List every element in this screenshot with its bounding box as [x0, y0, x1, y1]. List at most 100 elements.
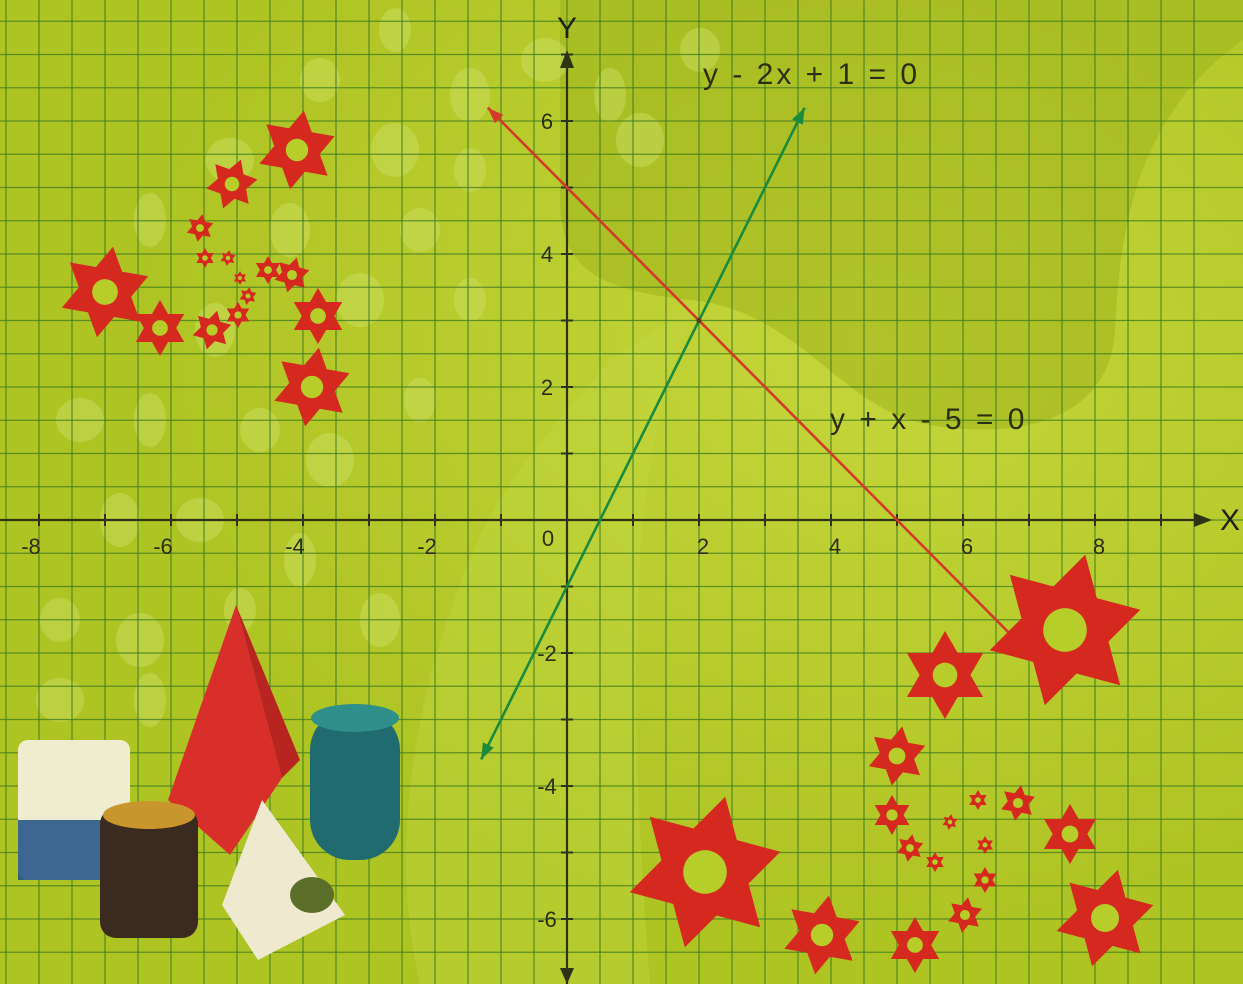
- series-label-green-line: y - 2x + 1 = 0: [703, 58, 920, 91]
- star-center: [886, 809, 898, 821]
- small-pyramid-candle: [222, 800, 345, 960]
- dot-decoration: [404, 378, 436, 422]
- dot-decoration: [116, 613, 164, 667]
- y-tick-label: 6: [541, 109, 553, 134]
- x-axis-label: X: [1220, 504, 1240, 537]
- hexagon-candle-top: [103, 801, 195, 829]
- star-center: [234, 311, 242, 319]
- star-decoration: [906, 631, 984, 719]
- star-center: [981, 876, 989, 884]
- star-decoration: [977, 836, 993, 854]
- star-decoration: [274, 257, 310, 293]
- star-decoration: [896, 834, 924, 862]
- star-center: [1012, 797, 1024, 809]
- star-center: [907, 937, 923, 953]
- star-decoration: [969, 790, 987, 810]
- star-center: [225, 255, 231, 261]
- series-label-red-line: y + x - 5 = 0: [830, 403, 1027, 436]
- star-center: [152, 320, 168, 336]
- series-line-segment: [480, 107, 806, 760]
- y-tick-label: 4: [541, 242, 553, 267]
- dot-decoration: [336, 273, 384, 327]
- dot-decoration: [680, 28, 720, 72]
- hexagon-candle: [100, 808, 198, 938]
- star-decoration: [942, 814, 958, 830]
- candles-illustration: [18, 605, 400, 960]
- dot-decoration: [454, 278, 486, 322]
- star-decoration: [239, 287, 257, 305]
- dot-decoration: [616, 113, 664, 167]
- star-decoration: [274, 347, 350, 427]
- y-tick-label: -4: [537, 774, 557, 799]
- small-pyramid-pattern: [290, 877, 334, 913]
- star-center: [196, 224, 204, 232]
- dark-blob-decoration: [560, 0, 1243, 430]
- star-center: [959, 909, 971, 921]
- arrowhead: [487, 107, 504, 124]
- star-decoration: [206, 159, 258, 209]
- dot-decoration: [400, 208, 440, 252]
- y-tick-label: -6: [537, 907, 557, 932]
- star-center: [1061, 825, 1079, 843]
- pyramid-candle: [168, 605, 282, 855]
- star-decoration: [629, 796, 781, 948]
- star-decoration: [61, 246, 149, 338]
- y-axis-arrow: [560, 50, 574, 68]
- star-decoration: [220, 250, 236, 266]
- dot-decoration: [134, 193, 166, 247]
- dot-decoration: [594, 68, 626, 122]
- x-tick-label: -6: [153, 534, 173, 559]
- star-center: [310, 308, 326, 324]
- x-tick-label: -4: [285, 534, 305, 559]
- y-tick-label: 2: [541, 375, 553, 400]
- dot-decoration: [284, 533, 316, 587]
- x-axis-arrow: [1194, 513, 1212, 527]
- x-tick-label: 8: [1093, 534, 1105, 559]
- x-tick-label: 4: [829, 534, 841, 559]
- star-decoration: [233, 271, 247, 285]
- star-center: [906, 844, 914, 852]
- star-center: [92, 279, 118, 305]
- star-center: [285, 138, 309, 162]
- star-center: [300, 375, 324, 399]
- star-decoration: [973, 867, 997, 893]
- star-decoration: [1001, 785, 1035, 821]
- light-blob-decoration: [406, 300, 700, 984]
- dot-decoration: [270, 203, 310, 257]
- x-tick-label: -2: [417, 534, 437, 559]
- dot-decoration: [450, 68, 490, 122]
- star-decoration: [868, 726, 926, 786]
- origin-label: 0: [542, 526, 554, 551]
- star-center: [238, 276, 242, 280]
- star-center: [1091, 904, 1119, 932]
- star-decoration: [1044, 804, 1096, 864]
- pyramid-candle-side: [236, 605, 300, 778]
- star-decoration: [989, 554, 1141, 706]
- star-center: [202, 255, 208, 261]
- arrowhead: [481, 742, 494, 760]
- star-center: [810, 923, 834, 947]
- x-tick-label: 6: [961, 534, 973, 559]
- star-decoration: [259, 110, 335, 190]
- cylinder-candle: [310, 710, 400, 860]
- star-decoration: [255, 256, 281, 284]
- y-axis-arrow-down: [560, 968, 574, 984]
- star-decoration: [1056, 869, 1154, 967]
- dot-decoration: [300, 58, 340, 102]
- decorations: [18, 110, 1154, 975]
- star-decoration: [293, 288, 343, 344]
- x-tick-label: 2: [697, 534, 709, 559]
- star-center: [286, 269, 298, 281]
- star-decoration: [196, 248, 214, 268]
- star-center: [206, 324, 218, 336]
- cylinder-candle-top: [311, 704, 399, 732]
- arrowhead: [792, 107, 805, 125]
- star-decoration: [784, 895, 860, 975]
- star-decoration: [874, 795, 910, 835]
- dot-decoration: [306, 433, 354, 487]
- x-tick-label: -8: [21, 534, 41, 559]
- star-decoration: [226, 302, 250, 328]
